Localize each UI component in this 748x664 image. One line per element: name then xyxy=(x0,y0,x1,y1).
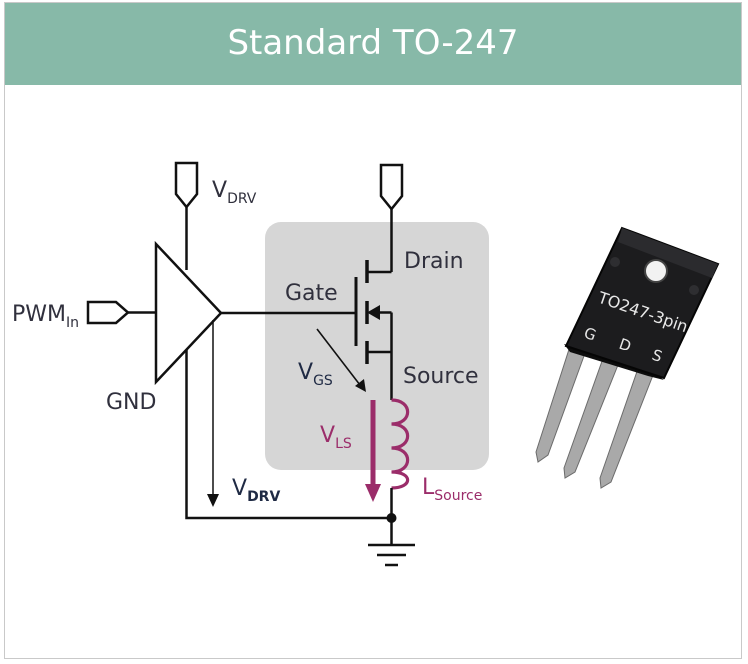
title-banner: Standard TO-247 xyxy=(5,3,741,85)
package-pin-d: D xyxy=(617,335,634,356)
vdrv-supply-connector xyxy=(174,161,199,209)
drain-supply-connector xyxy=(379,163,404,211)
source-inductor-coil xyxy=(391,398,410,490)
package-tab-edge xyxy=(618,228,718,278)
package-pin-g: G xyxy=(582,324,599,345)
vls-arrow-head xyxy=(365,484,381,502)
figure-title: Standard TO-247 xyxy=(227,23,519,63)
vgs-arrow-head xyxy=(355,379,366,392)
ground-junction-dot xyxy=(386,513,397,523)
package-dimple-right xyxy=(689,285,699,295)
vdrv-bottom-label: VDRV xyxy=(232,476,280,505)
mosfet-box xyxy=(265,222,489,470)
to247-package-image: TO247-3pin G D S xyxy=(535,226,720,489)
drain-label: Drain xyxy=(404,249,464,274)
gnd-label: GND xyxy=(106,390,156,415)
vls-label: VLS xyxy=(320,423,352,452)
pwm-input-connector xyxy=(86,300,130,325)
pwm-in-label: PWMIn xyxy=(12,302,79,331)
vgs-arrow-line xyxy=(316,328,361,386)
lsource-label: LSource xyxy=(422,475,482,504)
gate-driver-triangle xyxy=(154,240,223,386)
package-dimple-left xyxy=(610,257,620,267)
vdrv-arrow-head xyxy=(207,494,219,507)
mosfet-body-arrow xyxy=(367,305,380,320)
vgs-label: VGS xyxy=(298,360,333,389)
source-label: Source xyxy=(403,364,479,389)
vdrv-top-label: VDRV xyxy=(212,178,257,207)
driver-ground-wire xyxy=(185,350,392,520)
gate-label: Gate xyxy=(285,281,338,306)
package-mount-hole xyxy=(644,259,668,283)
